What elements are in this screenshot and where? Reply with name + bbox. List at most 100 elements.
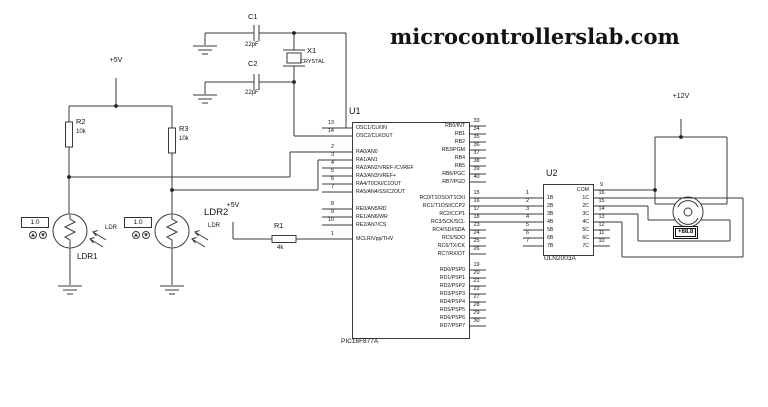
pin-number: 14 [598, 206, 605, 212]
pin-number: 28 [473, 302, 480, 308]
pin-name: RC2/CCP1 [439, 211, 465, 217]
ldr2-level-up-button[interactable] [132, 231, 140, 239]
pin-name: RC0/T1OSO/T1CKI [419, 195, 465, 201]
pin-number: 22 [473, 286, 480, 292]
pin-number: 15 [473, 190, 480, 196]
pin-name: OSC2/CLKOUT [356, 133, 393, 139]
pin-name: 1C [582, 195, 589, 201]
pin-number: 16 [473, 198, 480, 204]
pin-name: RA3/AN3/VREF+ [356, 173, 396, 179]
pin-number: 7 [525, 238, 530, 244]
resistor-r3-symbol [168, 127, 176, 154]
c2-ref-label: C2 [248, 59, 258, 68]
pin-name: 2C [582, 203, 589, 209]
pin-number: 40 [473, 174, 480, 180]
stepper-motor-symbol [672, 196, 704, 228]
r1-ref-label: R1 [274, 221, 284, 230]
pin-number: 13 [327, 120, 334, 126]
pin-name: RA2/AN2/VREF-/CVREF [356, 165, 414, 171]
junction-dot [170, 188, 174, 192]
pin-name: RE0/AN5/RD [356, 206, 387, 212]
ldr2-ref-label: LDR2 [204, 207, 229, 218]
pin-name: RD7/PSP7 [439, 323, 465, 329]
u1-part-label: PIC16F877A [341, 338, 379, 345]
capacitor-c1-symbol [253, 25, 260, 41]
ldr2-level-down-button[interactable] [142, 231, 150, 239]
ldr1-symbol [52, 213, 107, 249]
pin-number: 8 [330, 201, 334, 207]
pin-name: RC3/SCK/SCL [430, 219, 465, 225]
pin-number: 2 [525, 198, 530, 204]
site-watermark: microcontrollerslab.com [390, 24, 680, 49]
pin-name: OSC1/CLKIN [356, 125, 387, 131]
pin-number: 26 [473, 246, 480, 252]
pin-name: RD4/PSP4 [439, 299, 465, 305]
pin-name: RB4 [454, 155, 465, 161]
pin-name: RA5/AN4/SS/C2OUT [356, 189, 406, 195]
pin-number: 2 [330, 144, 334, 150]
pin-number: 15 [598, 198, 605, 204]
pin-number: 10 [598, 238, 605, 244]
pin-number: 29 [473, 310, 480, 316]
ground-icon [160, 285, 184, 295]
r2-value-label: 10k [76, 129, 86, 135]
c1-value-label: 22pF [245, 42, 259, 48]
pin-name: RD2/PSP2 [439, 283, 465, 289]
pin-number: 20 [473, 270, 480, 276]
pin-name: 1B [547, 195, 554, 201]
pin-name: 7C [582, 243, 589, 249]
pin-name: 4C [582, 219, 589, 225]
ldr2-level-display: 1.0 [124, 217, 152, 228]
ldr1-ref-label: LDR1 [77, 252, 98, 261]
x1-value-label: CRYSTAL [300, 59, 325, 65]
pin-number: 5 [330, 168, 334, 174]
u1-ref-label: U1 [349, 106, 361, 116]
power-12v-label: +12V [672, 93, 690, 100]
pin-number: 1 [525, 190, 530, 196]
power-arrow-12v [675, 108, 687, 119]
ground-icon [193, 94, 217, 104]
r3-ref-label: R3 [179, 124, 189, 133]
pin-name: RB7/PGD [442, 179, 465, 185]
pin-name: RB5 [454, 163, 465, 169]
power-5v-left-label: +5V [109, 57, 123, 64]
ldr1-level-down-button[interactable] [39, 231, 47, 239]
pin-name: 6B [547, 235, 554, 241]
junction-dot [653, 188, 657, 192]
junction-dot [679, 135, 683, 139]
pin-number: 30 [473, 318, 480, 324]
pin-name: RD0/PSP0 [439, 267, 465, 273]
pin-name: RB0/INT [445, 123, 465, 129]
ldr1-level-up-button[interactable] [29, 231, 37, 239]
pin-number: 13 [598, 214, 605, 220]
r2-ref-label: R2 [76, 117, 86, 126]
pin-number: 36 [473, 142, 480, 148]
pin-name: RE2/AN7/CS [356, 222, 387, 228]
pin-number: 19 [473, 262, 480, 268]
x1-ref-label: X1 [307, 46, 317, 55]
pin-name: RA4/T0CKI/C1OUT [356, 181, 402, 187]
pin-number: 4 [330, 160, 334, 166]
pin-name: RD5/PSP5 [439, 307, 465, 313]
pin-name: RC5/SDO [441, 235, 465, 241]
pin-number: 25 [473, 238, 480, 244]
pin-name: MCLR/Vpp/THV [356, 236, 394, 242]
pin-number: 14 [327, 128, 334, 134]
pin-number: 33 [473, 118, 480, 124]
motor-rpm-value: +88.8 [675, 228, 697, 237]
pin-name: RA1/AN1 [356, 157, 378, 163]
pin-name: 5B [547, 227, 554, 233]
c2-value-label: 22pF [245, 90, 259, 96]
pin-number: 23 [473, 222, 480, 228]
pin-name: 5C [582, 227, 589, 233]
pin-name: RB2 [454, 139, 465, 145]
ldr1-part-label: LDR [105, 225, 118, 231]
pin-number: 24 [473, 230, 480, 236]
pin-number: 37 [473, 150, 480, 156]
pin-name: RD3/PSP3 [439, 291, 465, 297]
r3-value-label: 10k [179, 136, 189, 142]
pin-number: 3 [525, 206, 530, 212]
pin-number: 11 [598, 230, 605, 236]
